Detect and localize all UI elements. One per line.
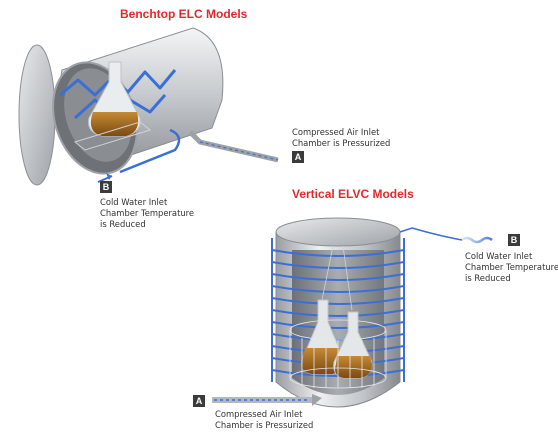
benchtop-water-line-3: is Reduced [100, 219, 146, 229]
benchtop-door [18, 44, 56, 186]
vertical-title: Vertical ELVC Models [292, 187, 414, 201]
benchtop-chamber [18, 27, 279, 186]
vertical-lid [275, 217, 401, 247]
vertical-air-line-2: Chamber is Pressurized [215, 420, 314, 430]
vertical-water-line-1: Cold Water Inlet [465, 251, 533, 261]
vertical-water-line-3: is Reduced [465, 273, 511, 283]
benchtop-water-badge: B [100, 181, 112, 193]
vertical-air-badge: A [193, 395, 205, 407]
vertical-air-caption: Compressed Air Inlet Chamber is Pressuri… [215, 409, 313, 431]
vertical-air-line-1: Compressed Air Inlet [215, 409, 303, 419]
vertical-water-badge: B [508, 234, 520, 246]
benchtop-air-badge: A [292, 151, 304, 163]
vertical-basket [289, 319, 387, 389]
vertical-chamber [212, 217, 493, 408]
benchtop-air-caption: Compressed Air Inlet Chamber is Pressuri… [292, 127, 390, 149]
benchtop-air-line-1: Compressed Air Inlet [292, 127, 380, 137]
benchtop-water-caption: Cold Water Inlet Chamber Temperature is … [100, 197, 194, 230]
benchtop-title: Benchtop ELC Models [120, 7, 248, 21]
vertical-water-line [399, 227, 463, 241]
vertical-water-caption: Cold Water Inlet Chamber Temperature is … [465, 251, 558, 284]
benchtop-water-line-2: Chamber Temperature [100, 208, 195, 218]
benchtop-water-line-1: Cold Water Inlet [100, 197, 168, 207]
benchtop-air-line [188, 130, 279, 163]
benchtop-water-line [119, 128, 181, 174]
benchtop-air-line-2: Chamber is Pressurized [292, 138, 391, 148]
vertical-water-line-2: Chamber Temperature [465, 262, 558, 272]
